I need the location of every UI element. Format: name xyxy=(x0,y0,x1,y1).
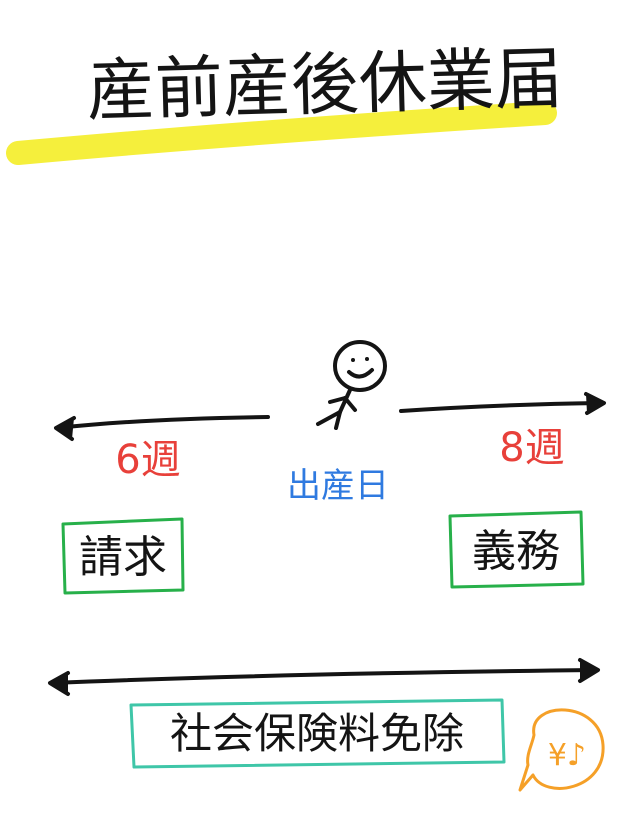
arrowhead-right xyxy=(584,392,606,415)
after-birth-arrow xyxy=(399,392,606,415)
baby-stick-figure xyxy=(316,340,387,430)
page-title: 産前産後休業届 xyxy=(86,40,564,131)
request-box: 請求 xyxy=(61,517,185,595)
obligation-label: 義務 xyxy=(472,526,560,577)
before-birth-weeks: 6週 xyxy=(115,437,180,483)
yen-speech-bubble: ¥♪ xyxy=(518,708,605,792)
baby-leg-left xyxy=(316,410,342,426)
birth-day-label: 出産日 xyxy=(287,466,389,506)
yen-badge-label: ¥♪ xyxy=(548,738,586,773)
baby-eye-left xyxy=(351,358,355,362)
baby-arm-right xyxy=(343,396,357,412)
baby-leg-right xyxy=(334,410,342,430)
obligation-box: 義務 xyxy=(448,510,585,589)
insurance-exemption-label: 社会保険料免除 xyxy=(170,709,464,758)
baby-eye-right xyxy=(365,357,369,361)
baby-head xyxy=(333,340,387,392)
after-birth-weeks: 8週 xyxy=(499,425,564,471)
request-label: 請求 xyxy=(79,532,167,583)
before-birth-arrow xyxy=(54,415,270,441)
title-highlight xyxy=(6,101,557,165)
baby-smile xyxy=(347,368,374,379)
arrowhead-right-2 xyxy=(578,658,600,683)
arrowhead-left-2 xyxy=(48,671,70,696)
insurance-period-arrow xyxy=(48,658,600,696)
insurance-exemption-box: 社会保険料免除 xyxy=(129,698,506,769)
baby-arm-left xyxy=(328,396,347,404)
arrowhead-left xyxy=(54,416,76,441)
